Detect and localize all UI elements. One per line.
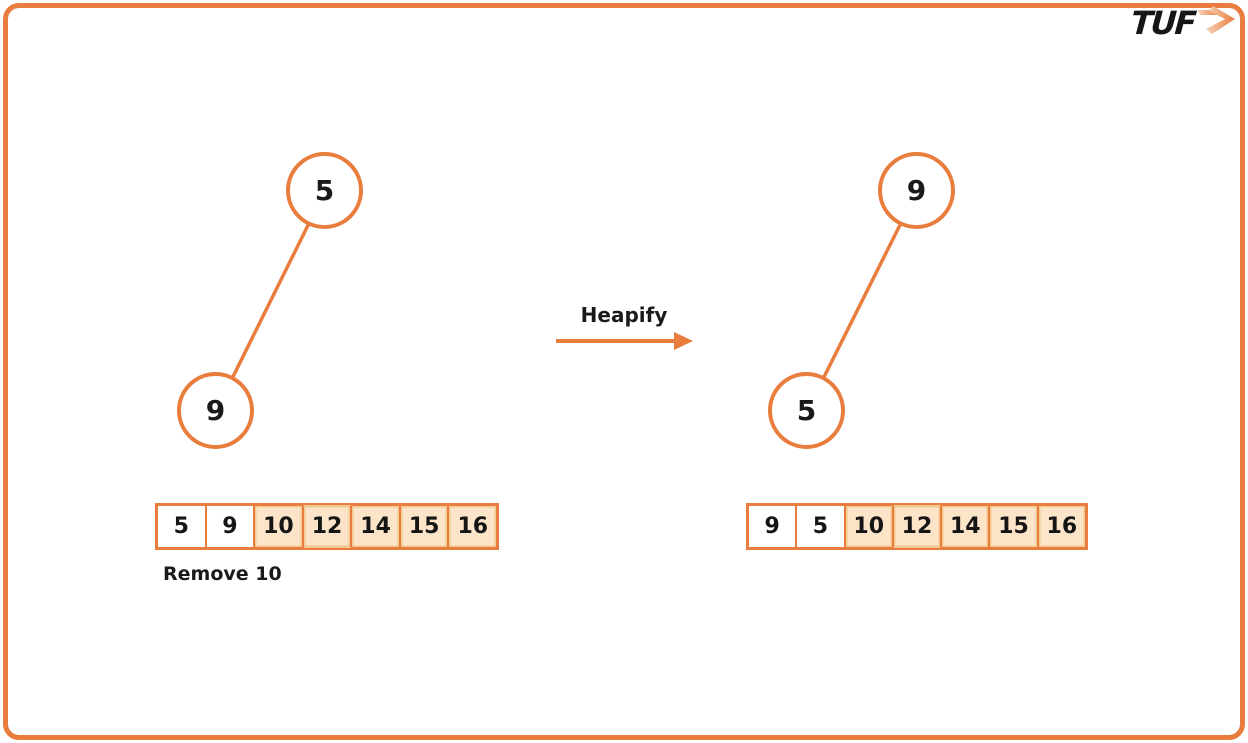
array-cell: 5 <box>796 505 845 548</box>
heapify-arrow-icon <box>556 332 693 350</box>
array-cell: 12 <box>302 505 352 548</box>
array-cell: 14 <box>941 505 990 548</box>
left-tree-child-node: 9 <box>177 372 254 449</box>
left-heap-array: 5 9 10 12 14 15 16 <box>155 503 499 550</box>
array-cell: 10 <box>844 505 893 548</box>
array-cell: 12 <box>892 505 942 548</box>
array-cell: 5 <box>157 505 206 548</box>
right-tree-root-node: 9 <box>878 152 955 229</box>
array-cell: 16 <box>1037 505 1086 548</box>
right-tree-child-node: 5 <box>768 372 845 449</box>
heapify-label: Heapify <box>580 303 668 327</box>
logo-text: TUF <box>1129 4 1197 42</box>
border-frame <box>3 3 1245 740</box>
array-cell: 15 <box>399 505 449 548</box>
right-heap-array: 9 5 10 12 14 15 16 <box>746 503 1088 550</box>
remove-caption: Remove 10 <box>163 563 282 585</box>
tuf-logo: TUF <box>1129 2 1236 44</box>
array-cell: 16 <box>448 505 498 548</box>
forward-arrow-icon <box>1198 6 1235 34</box>
array-cell: 9 <box>748 505 797 548</box>
array-cell: 9 <box>205 505 255 548</box>
left-tree-root-node: 5 <box>286 152 363 229</box>
array-cell: 14 <box>351 505 400 548</box>
array-cell: 15 <box>989 505 1038 548</box>
array-cell: 10 <box>254 505 303 548</box>
